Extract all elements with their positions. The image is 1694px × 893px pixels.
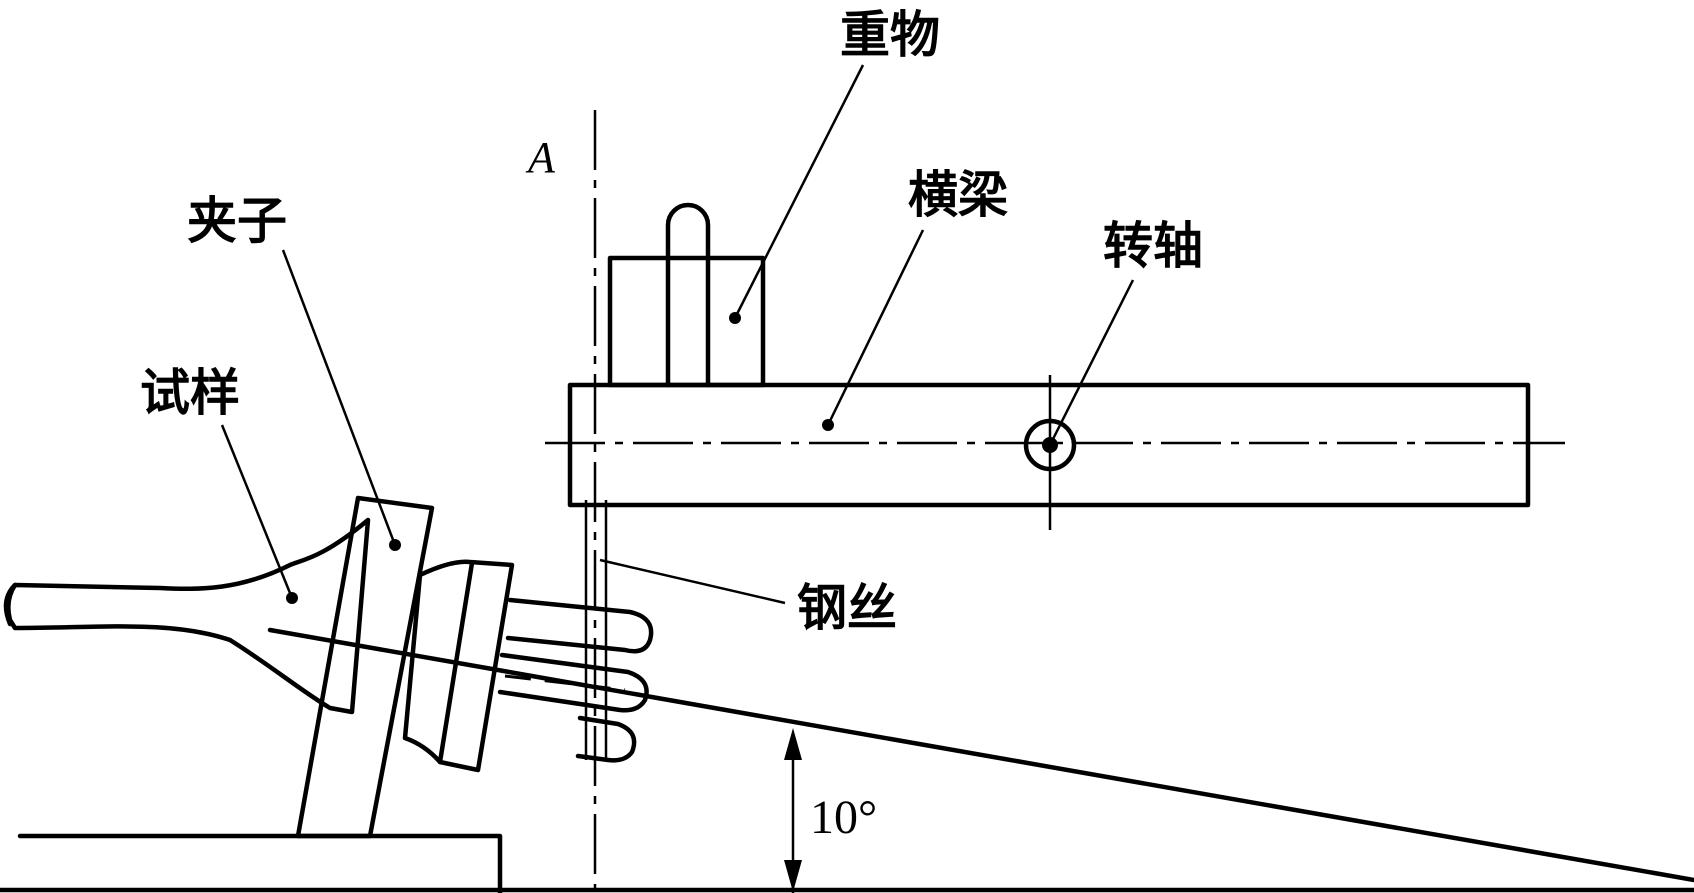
angle-arrow-top <box>784 728 802 760</box>
leader-specimen-dot <box>286 592 298 604</box>
clamp-jaw <box>402 559 515 773</box>
label-specimen: 试样 <box>140 364 240 422</box>
weight-hook <box>665 202 711 388</box>
label-angle: 10° <box>810 791 877 844</box>
specimen-body <box>6 517 371 715</box>
label-pivot: 转轴 <box>1103 217 1203 275</box>
leader-wire <box>599 558 786 605</box>
leader-weight <box>733 64 865 319</box>
angle-arrow-bottom <box>784 860 802 892</box>
label-clamp: 夹子 <box>187 192 287 250</box>
label-weight: 重物 <box>840 6 940 64</box>
weight-block <box>607 255 766 388</box>
leader-clamp <box>281 249 397 546</box>
label-axis-a: A <box>525 133 556 182</box>
leader-beam-dot <box>822 419 834 431</box>
leader-clamp-dot <box>389 539 401 551</box>
base-block <box>17 833 503 893</box>
label-beam: 横梁 <box>908 166 1008 224</box>
specimen-tip <box>3 582 18 627</box>
leader-beam <box>826 229 925 426</box>
label-wire: 钢丝 <box>797 579 897 637</box>
leader-pivot <box>1048 279 1135 446</box>
clamp-finger-bottom <box>575 715 637 763</box>
clamp-finger-top <box>505 597 654 654</box>
specimen-axis-line <box>267 627 1694 883</box>
leader-specimen <box>220 424 294 599</box>
clamp-jaw-line <box>437 560 475 765</box>
clamp-finger-middle <box>497 652 649 713</box>
leader-weight-dot <box>729 312 741 324</box>
clamp-plate <box>295 495 435 839</box>
clamp-finger-dash <box>504 674 626 692</box>
